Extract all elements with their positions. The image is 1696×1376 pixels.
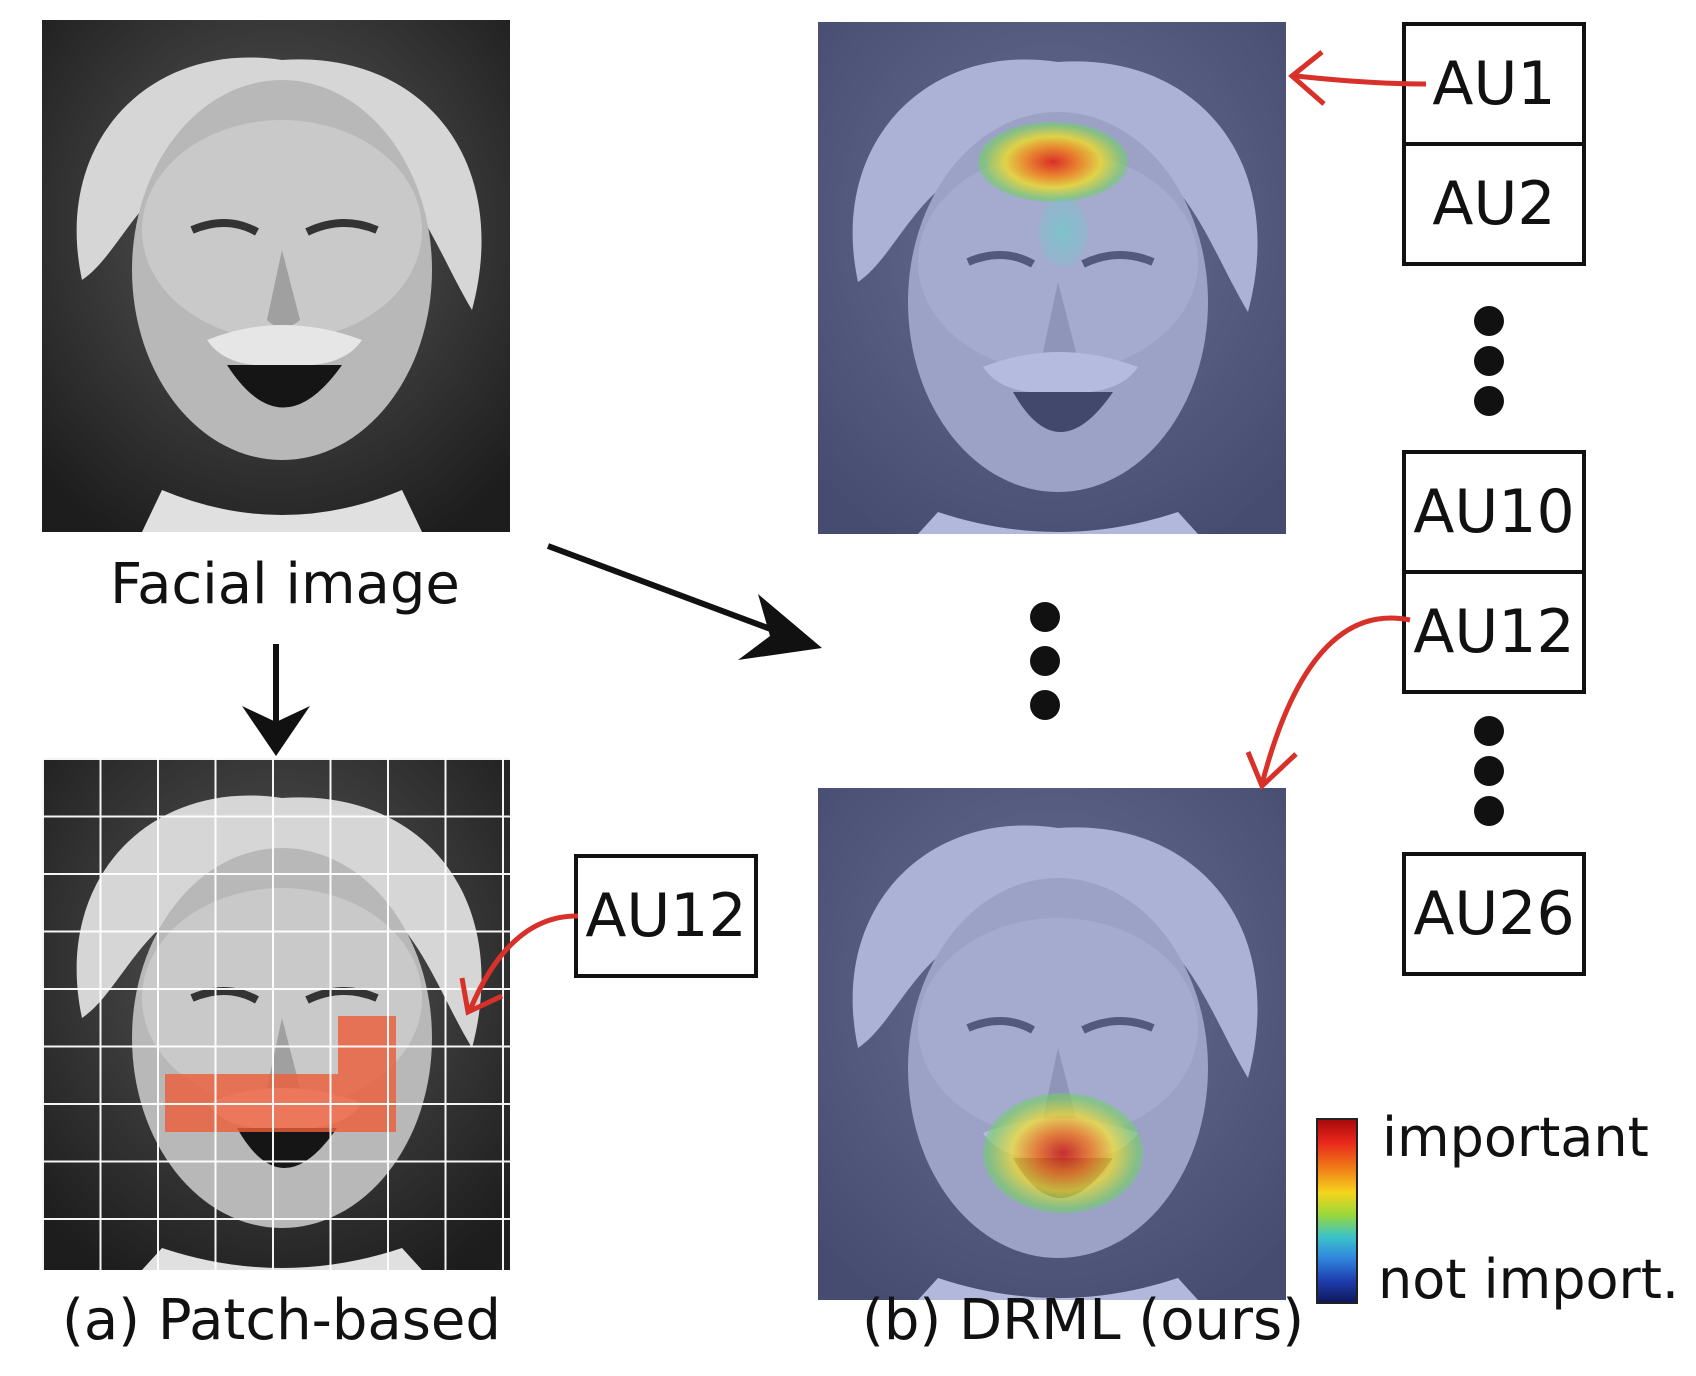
legend-label-high: important <box>1382 1106 1649 1169</box>
attention-heatmap <box>978 122 1128 202</box>
ellipsis-dot <box>1030 646 1060 676</box>
attention-heatmap <box>983 1093 1143 1213</box>
red-arrow-au12 <box>1259 615 1411 785</box>
drml-image-au12 <box>818 788 1286 1300</box>
facial-image <box>42 20 510 532</box>
tint-overlay <box>818 788 1286 1300</box>
face-illustration <box>818 22 1286 534</box>
attention-heatmap <box>1038 197 1088 267</box>
au-label-box: AU26 <box>1402 852 1586 976</box>
drml-image-au1 <box>818 22 1286 534</box>
ellipsis-dot <box>1474 716 1504 746</box>
au-label-box: AU12 <box>1402 570 1586 694</box>
ellipsis-dot <box>1474 796 1504 826</box>
ellipsis-dot <box>1474 306 1504 336</box>
arrow-down-head <box>242 706 310 756</box>
ellipsis-dot <box>1474 346 1504 376</box>
patch-grid <box>42 758 510 1270</box>
ellipsis-dot <box>1030 690 1060 720</box>
ellipsis-dot <box>1030 602 1060 632</box>
caption-patch-based: (a) Patch-based <box>62 1288 501 1353</box>
patch-based-image <box>42 758 510 1270</box>
tint-overlay <box>818 22 1286 534</box>
au-label-box: AU10 <box>1402 450 1586 574</box>
au-label-box: AU12 <box>574 854 758 978</box>
au-label-box: AU2 <box>1402 142 1586 266</box>
legend-label-low: not import. <box>1378 1248 1680 1311</box>
importance-colorbar <box>1316 1118 1358 1304</box>
arrow-diagonal <box>546 543 802 643</box>
red-arrow-au1-head <box>1288 50 1326 106</box>
caption-facial-image: Facial image <box>110 552 460 617</box>
arrow-diagonal-head <box>738 594 822 660</box>
caption-drml: (b) DRML (ours) <box>862 1288 1305 1353</box>
au-label-box: AU1 <box>1402 22 1586 146</box>
red-arrow-au12-head <box>1245 751 1298 791</box>
ellipsis-dot <box>1474 756 1504 786</box>
face-illustration <box>42 20 510 532</box>
ellipsis-dot <box>1474 386 1504 416</box>
